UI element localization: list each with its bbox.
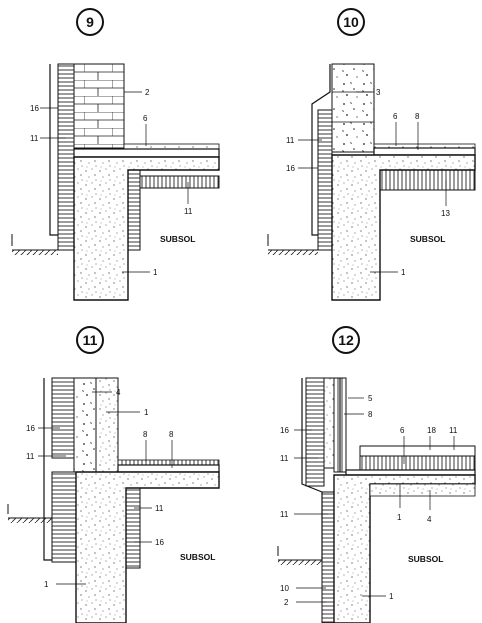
- panel-11-region-label: SUBSOL: [180, 552, 215, 562]
- callout-11-8b: 8: [169, 430, 174, 439]
- callout-12-5: 5: [368, 394, 373, 403]
- callout-12-10: 10: [280, 584, 289, 593]
- callout-12-1: 1: [397, 513, 402, 522]
- callout-9-1: 1: [153, 268, 158, 277]
- callout-12-2: 2: [284, 598, 289, 607]
- panel-9-badge: [76, 8, 104, 36]
- callout-11-1: 1: [144, 408, 149, 417]
- callout-9-6: 6: [143, 114, 148, 123]
- callout-10-1: 1: [401, 268, 406, 277]
- panel-11: 11 4 1 16 8 8 11 11 16: [7, 326, 220, 623]
- callout-9-16: 16: [30, 104, 39, 113]
- callout-11-11b: 11: [155, 504, 164, 513]
- panel-9-region-label: SUBSOL: [160, 234, 195, 244]
- callout-12-11b: 6: [400, 426, 405, 435]
- callout-9-2: 2: [145, 88, 150, 97]
- callout-12-6: 18: [427, 426, 436, 435]
- callout-11-8a: 8: [143, 430, 148, 439]
- callout-11-16: 16: [26, 424, 35, 433]
- callout-11-1b: 1: [44, 580, 49, 589]
- panel-10: 10 3 6 8 11 16 13 1 SUBSOL: [267, 8, 476, 301]
- callout-10-16: 16: [286, 164, 295, 173]
- callout-12-1b: 1: [389, 592, 394, 601]
- callout-12-8: 8: [368, 410, 373, 419]
- panel-11-badge: [76, 326, 104, 354]
- callout-10-3: 3: [376, 88, 381, 97]
- callout-10-6: 6: [393, 112, 398, 121]
- panel-9-number: 9: [86, 14, 94, 30]
- panel-10-number: 10: [343, 14, 359, 30]
- panel-10-region-label: SUBSOL: [410, 234, 445, 244]
- callout-12-18: 11: [449, 426, 458, 435]
- panel-12-region-label: SUBSOL: [408, 554, 443, 564]
- callout-11-4: 4: [116, 388, 121, 397]
- panel-12-number: 12: [338, 332, 354, 348]
- callout-12-11: 11: [280, 454, 289, 463]
- callout-12-16: 16: [280, 426, 289, 435]
- panel-10-badge: [337, 8, 365, 36]
- callout-10-8: 8: [415, 112, 420, 121]
- callout-9-11b: 11: [184, 207, 193, 216]
- callout-12-11c: 11: [280, 510, 289, 519]
- callout-9-11: 11: [30, 134, 39, 143]
- callout-11-11: 11: [26, 452, 35, 461]
- panel-12-badge: [332, 326, 360, 354]
- panel-12: 12 5 8 16 11 6 18 11: [277, 326, 476, 623]
- panel-11-number: 11: [83, 332, 98, 348]
- callout-11-16b: 16: [155, 538, 164, 547]
- panel-9: 9 16 11 2 6 11 1 SUBSOL: [11, 8, 220, 301]
- callout-10-11: 11: [286, 136, 295, 145]
- callout-10-13: 13: [441, 209, 450, 218]
- callout-12-4: 4: [427, 515, 432, 524]
